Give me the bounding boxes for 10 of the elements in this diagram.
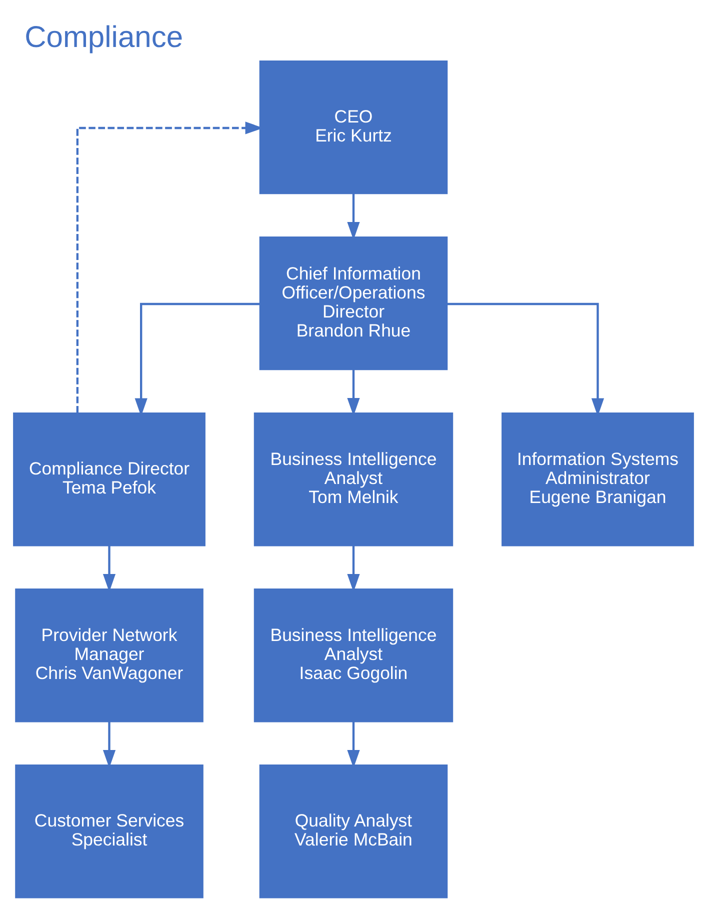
node-box: Information Systems Administrator Eugene Branigan: [502, 412, 694, 546]
node-box: CEO Eric Kurtz: [259, 60, 448, 194]
node-box: Business Intelligence Analyst Tom Melnik: [254, 412, 454, 546]
node-box: Provider Network Manager Chris VanWagoner: [15, 588, 204, 722]
node-box: Business Intelligence Analyst Isaac Gogolin: [254, 588, 454, 722]
node-box: Chief Information Officer/Operations Director Brandon Rhue: [259, 236, 448, 370]
node-box: Compliance Director Tema Pefok: [13, 412, 206, 546]
diagram-title: Compliance: [24, 20, 184, 54]
node-box: Customer Services Specialist: [15, 764, 204, 898]
node-box: Quality Analyst Valerie McBain: [259, 764, 448, 898]
